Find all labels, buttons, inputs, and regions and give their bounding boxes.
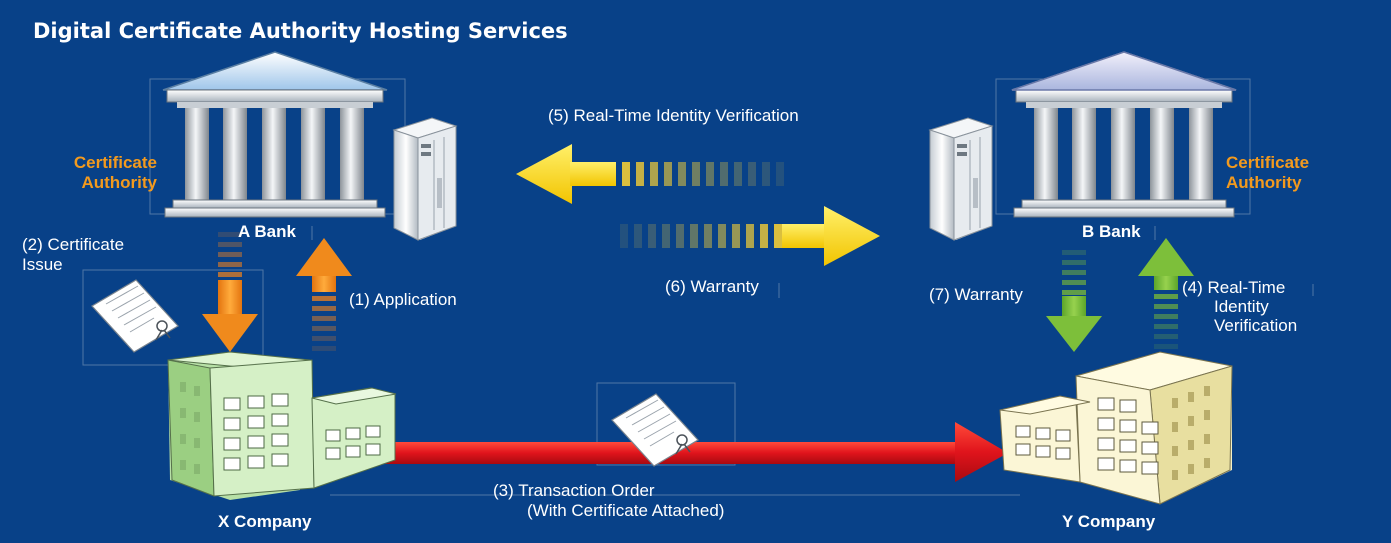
warranty-right-arrow — [620, 206, 880, 266]
a-bank-server-icon — [393, 117, 457, 241]
step-2-line1: (2) Certificate — [22, 235, 125, 254]
a-bank-role-label: Certificate Authority — [52, 153, 157, 193]
transaction-arrow — [382, 422, 1008, 482]
identity-verification-up-arrow — [1138, 238, 1194, 349]
b-bank-name: B Bank — [1082, 222, 1141, 241]
step-4-line3: Verification — [1214, 316, 1298, 335]
b-bank-role-label: Certificate Authority — [1226, 153, 1309, 193]
x-company-building — [167, 351, 397, 500]
step-3-line1: (3) Transaction Order — [493, 481, 655, 500]
step-2-line2: Issue — [22, 255, 63, 274]
b-bank-role-line2: Authority — [1226, 173, 1302, 192]
certificate-document-icon — [91, 279, 179, 353]
warranty-down-arrow — [1046, 250, 1102, 352]
step-3-label: (3) Transaction Order (With Certificate … — [493, 481, 724, 521]
step-5-label: (5) Real-Time Identity Verification — [548, 106, 799, 125]
application-arrow — [296, 238, 352, 351]
step-3-line2: (With Certificate Attached) — [527, 501, 725, 520]
y-company-building — [999, 351, 1233, 505]
diagram-title: Digital Certificate Authority Hosting Se… — [33, 19, 568, 43]
identity-verification-left-arrow — [516, 144, 784, 204]
b-bank-building — [981, 51, 1237, 218]
step-6-label: (6) Warranty — [665, 277, 759, 296]
b-bank-server-icon — [929, 117, 993, 241]
a-bank-name: A Bank — [238, 222, 296, 241]
step-4-label: (4) Real-Time Identity Verification — [1182, 278, 1297, 335]
certificate-issue-arrow — [202, 232, 258, 352]
step-4-line1: (4) Real-Time — [1182, 278, 1286, 297]
step-1-label: (1) Application — [349, 290, 457, 309]
a-bank-role-line2: Authority — [81, 173, 157, 192]
a-bank-building — [132, 51, 388, 218]
step-2-label: (2) Certificate Issue — [22, 235, 124, 275]
x-company-name: X Company — [218, 512, 312, 531]
a-bank-role-line1: Certificate — [73, 153, 157, 172]
b-bank-role-line1: Certificate — [1226, 153, 1310, 172]
step-7-label: (7) Warranty — [929, 285, 1023, 304]
y-company-name: Y Company — [1062, 512, 1156, 531]
step-4-line2: Identity — [1214, 297, 1269, 316]
